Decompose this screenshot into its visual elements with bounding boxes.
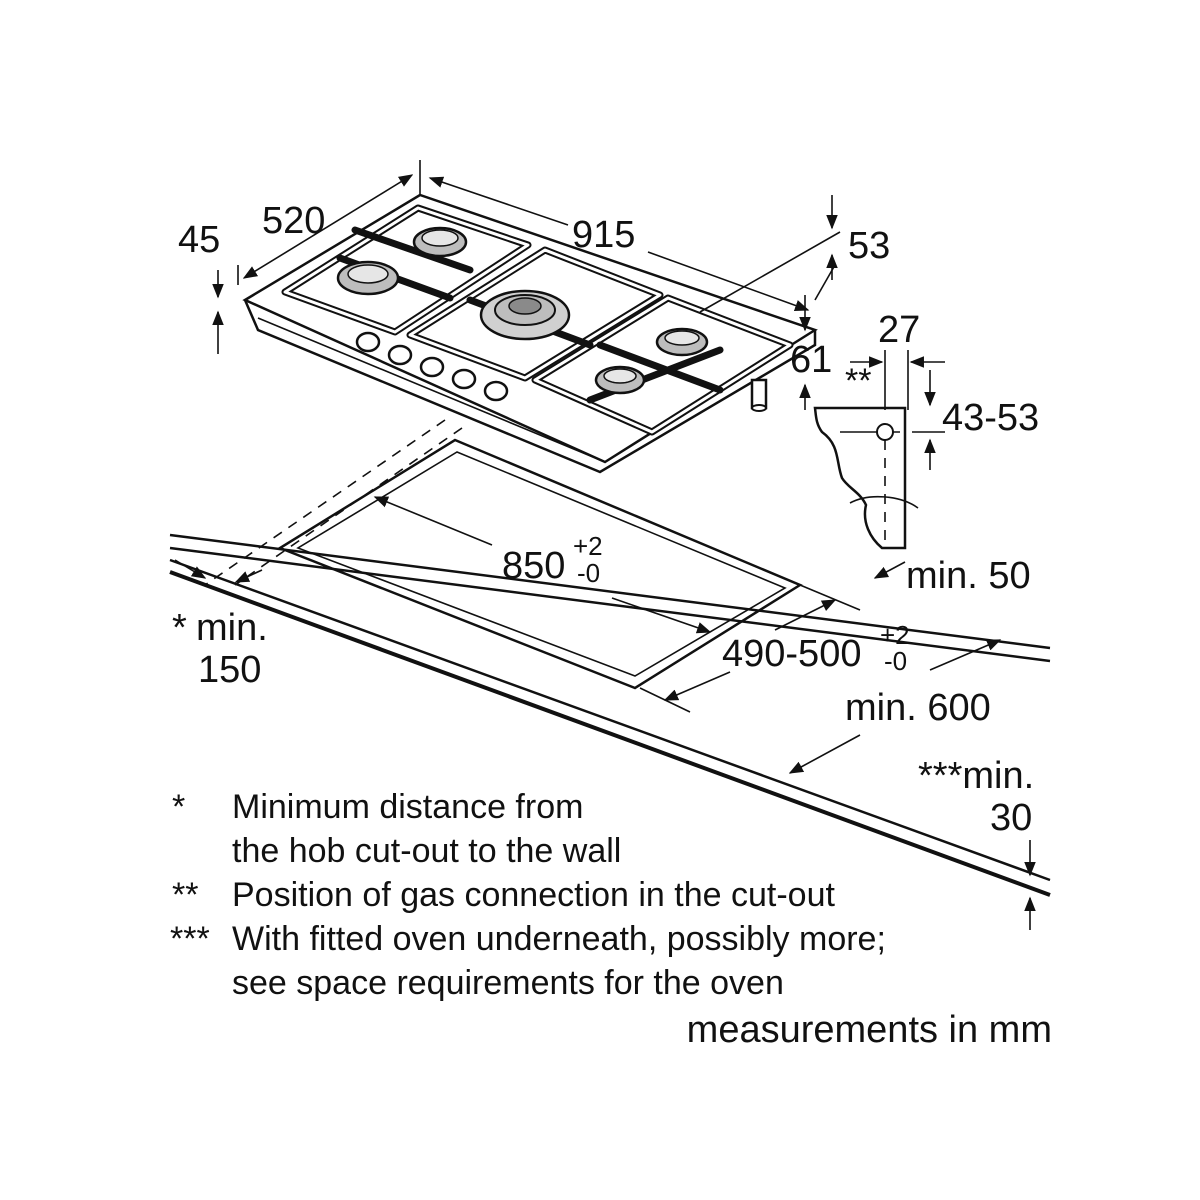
- burner-front-left: [336, 260, 400, 296]
- wall-section: [813, 406, 919, 550]
- dim-cutout-depth-tol-plus: +2: [880, 620, 910, 650]
- worktop-front-edge-top: [169, 558, 1051, 882]
- note-2-line-1: Position of gas connection in the cut-ou…: [232, 876, 835, 914]
- dim-hob-depth: 520: [262, 200, 325, 242]
- cutout: [277, 438, 803, 690]
- dim-min-back: min. 50: [906, 555, 1031, 597]
- note-2-marker: **: [172, 876, 198, 914]
- gas-connector: [750, 378, 768, 412]
- dim-min-wall-label: min.: [196, 607, 268, 649]
- dim-cutout-width-tol-plus: +2: [573, 531, 603, 561]
- dim-gas-marker: **: [845, 362, 871, 400]
- note-1-marker: *: [172, 788, 185, 826]
- footnotes: * Minimum distance from the hob cut-out …: [170, 788, 886, 1002]
- dim-cutout-width: 850: [502, 545, 565, 587]
- note-1-line-1: Minimum distance from: [232, 788, 583, 826]
- burner-rear-right: [655, 327, 709, 357]
- hob-plate-edge: [243, 299, 817, 474]
- note-3-line-1: With fitted oven underneath, possibly mo…: [232, 920, 886, 958]
- note-3-line-2: see space requirements for the oven: [232, 964, 784, 1002]
- dim-cutout-depth-tol-minus: -0: [884, 646, 907, 676]
- dim-min-oven-label: ***min.: [918, 755, 1034, 797]
- burner-rear-left: [412, 226, 468, 258]
- dim-cutout-width-tol-minus: -0: [577, 558, 600, 588]
- burner-center-wok: [479, 289, 571, 341]
- cutout-inner: [296, 451, 787, 677]
- cutout-outline: [277, 438, 803, 690]
- dim-min-wall-value: 150: [198, 649, 261, 691]
- dim-cutout-depth: 490-500: [722, 633, 861, 675]
- hob-plate-lip: [257, 317, 606, 463]
- dim-rear-offset: 53: [848, 225, 890, 267]
- worktop-front-edge-bottom: [169, 570, 1051, 897]
- note-3-marker: ***: [170, 920, 210, 958]
- worktop-back-edge-bottom: [169, 546, 1051, 663]
- burner-front-right: [594, 365, 646, 395]
- control-knobs: [355, 331, 509, 402]
- dim-min-oven-value: 30: [990, 797, 1032, 839]
- dim-min-wall-star: *: [172, 607, 187, 649]
- note-1-line-2: the hob cut-out to the wall: [232, 832, 621, 870]
- hob: [242, 193, 818, 474]
- worktop-back-edge-top: [169, 533, 1051, 650]
- units-note: measurements in mm: [687, 1009, 1052, 1051]
- dim-gas-pipe-height: 43-53: [942, 397, 1039, 439]
- worktop: [169, 533, 1051, 897]
- projection-line-left: [204, 419, 446, 586]
- dim-gas-pipe-width: 27: [878, 309, 920, 351]
- dim-hob-height: 45: [178, 219, 220, 261]
- dim-min-worktop: min. 600: [845, 687, 991, 729]
- dim-side-offset: 61: [790, 339, 832, 381]
- dim-hob-width: 915: [572, 214, 635, 256]
